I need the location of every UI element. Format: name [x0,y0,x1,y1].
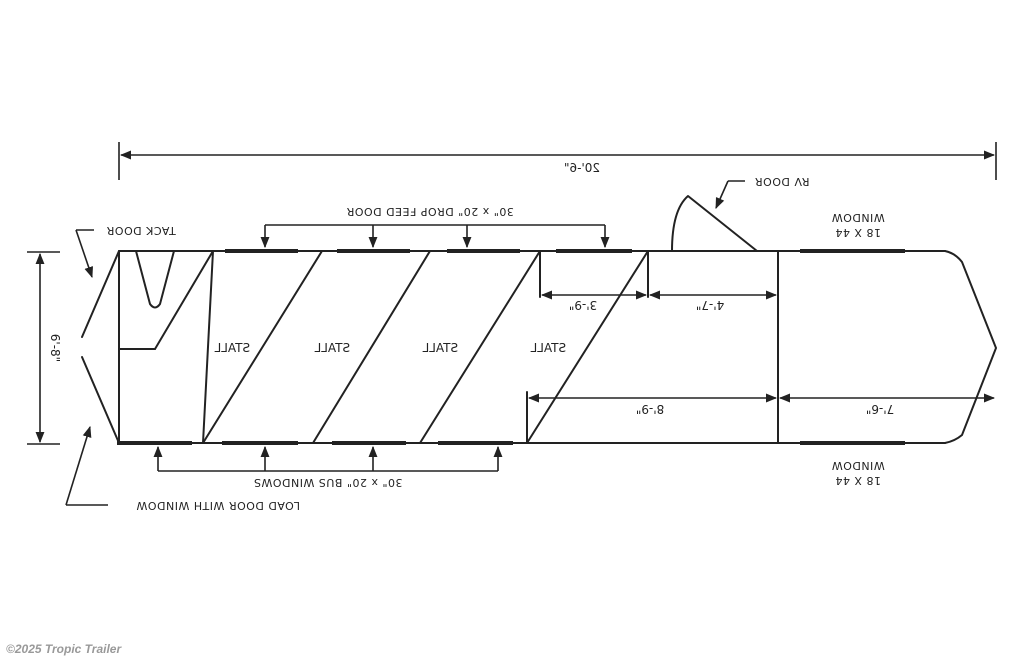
tack-door-callout: TACK DOOR [75,224,177,279]
load-door-callout: LOAD DOOR WITH WINDOW [65,425,300,512]
width-dimension: 6'-8" [27,251,62,445]
stall-label: STALL [214,341,250,355]
drop-feed-door-label: 30" x 20" DROP FEED DOOR [346,205,514,218]
drop-feed-door-callout: 30" x 20" DROP FEED DOOR [260,205,610,249]
window-bottom-label: WINDOW [831,459,884,472]
stall-labels: STALL STALL STALL STALL [214,341,566,355]
bus-windows-callout: 30" x 20" BUS WINDOWS [153,445,503,489]
rv-door-callout: RV DOOR [715,175,810,210]
stall-label: STALL [314,341,350,355]
copyright-notice: ©2025 Tropic Trailer [6,642,122,656]
window-top-size: 18 X 44 [835,226,881,239]
dim-4-7-label: 4'-7" [696,298,724,312]
overall-length-label: 20'-6" [564,161,600,175]
interior-dimensions: 3'-9" 4'-7" 8'-9" 7'-6" [527,290,996,416]
stall-label: STALL [422,341,458,355]
tack-door-label: TACK DOOR [106,224,177,237]
windows [117,249,905,445]
window-bottom-size: 18 X 44 [835,474,881,487]
rv-door-label: RV DOOR [755,175,810,188]
window-labels: 18 X 44 WINDOW 18 X 44 WINDOW [831,211,884,487]
dim-8-9-label: 8'-9" [636,402,664,416]
dim-7-6-label: 7'-6" [866,402,894,416]
overall-length-dimension: 20'-6" [118,142,997,180]
load-door-label: LOAD DOOR WITH WINDOW [136,499,300,512]
window-top-label: WINDOW [831,211,884,224]
stall-label: STALL [530,341,566,355]
bus-windows-label: 30" x 20" BUS WINDOWS [253,476,402,489]
dim-3-9-label: 3'-9" [569,298,597,312]
width-label: 6'-8" [48,334,62,362]
